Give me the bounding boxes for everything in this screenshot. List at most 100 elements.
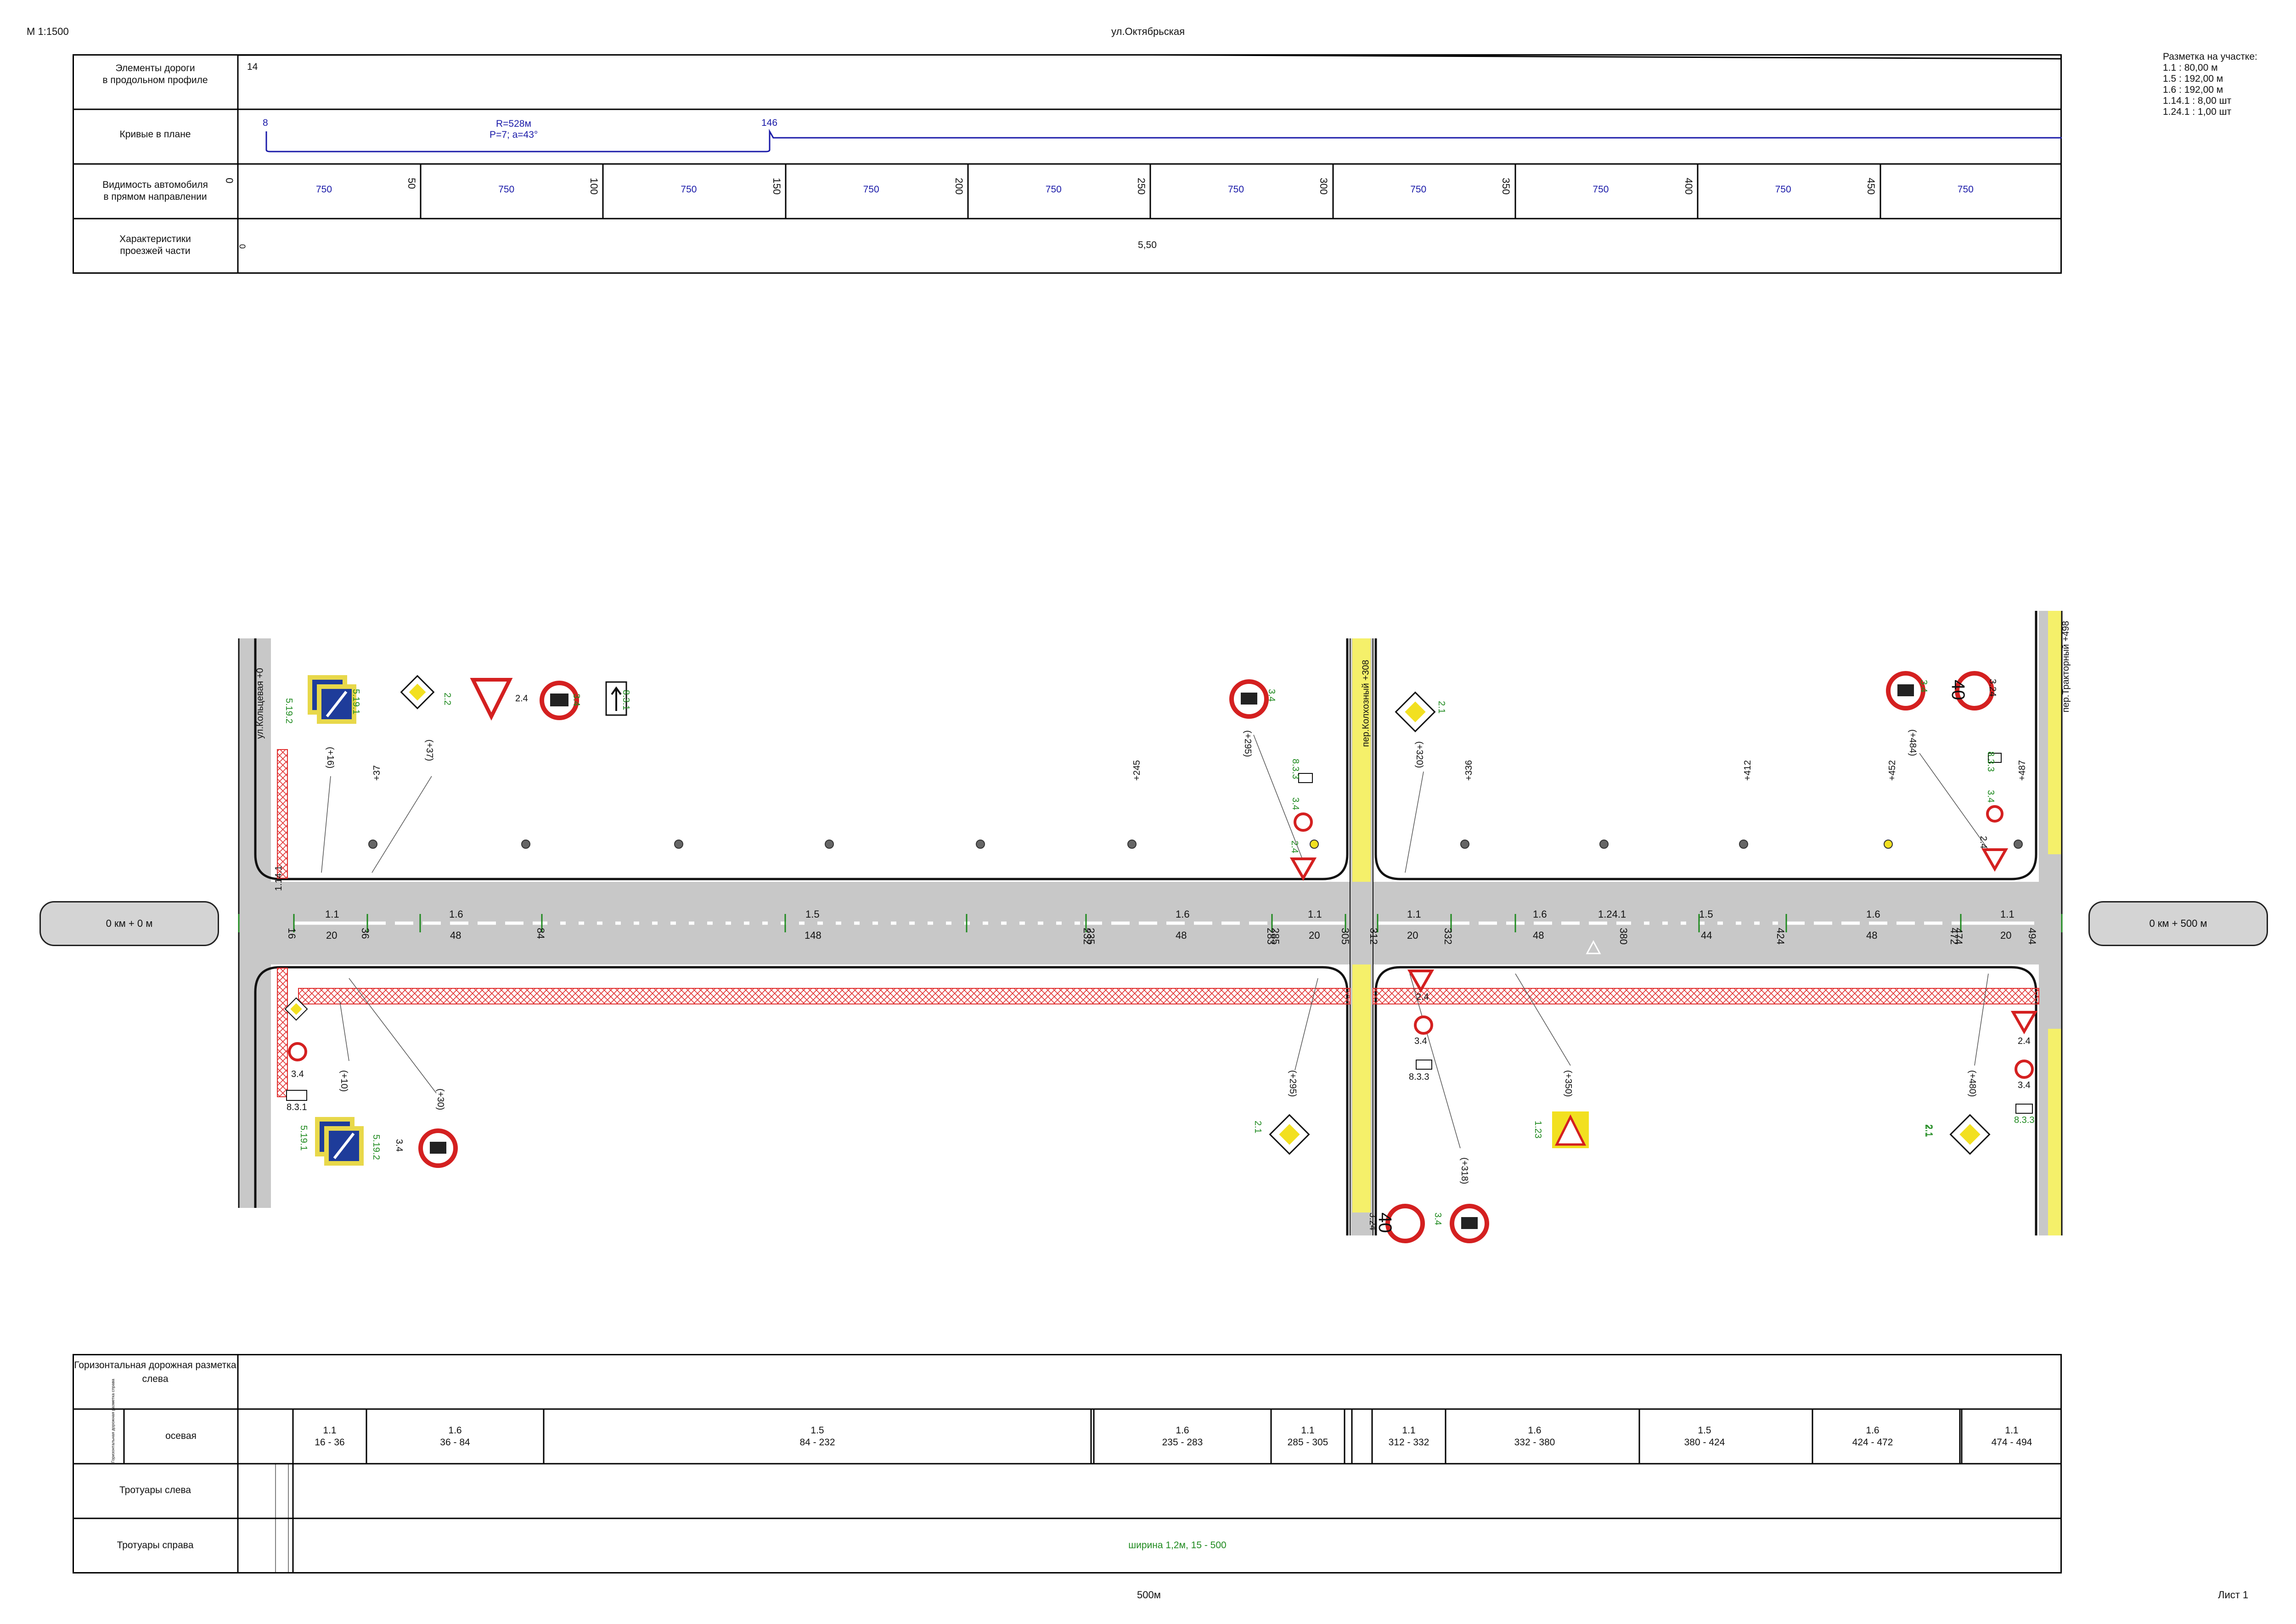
marking-label: 1.5 xyxy=(1699,908,1713,920)
leader-lines xyxy=(321,734,1989,1149)
pk-callout: (+484) xyxy=(1908,729,1918,756)
pk-callout: (+480) xyxy=(1967,1070,1977,1097)
marking-pk: 332 xyxy=(1442,928,1454,945)
sign-group-traktorny-top xyxy=(1886,671,2009,872)
visibility-tick: 100 xyxy=(588,178,600,195)
sign-label: 3.4 xyxy=(1266,689,1277,702)
sign-label: 3.4 xyxy=(1290,797,1300,810)
segment-type: 1.1 xyxy=(1301,1425,1315,1436)
bottom-table-grid xyxy=(73,1354,2062,1573)
sign-label: 3.4 xyxy=(394,1139,404,1152)
sign-label: 2.4 xyxy=(1289,840,1300,853)
row-visibility-label: Видимость автомобиля в прямом направлени… xyxy=(73,179,238,203)
visibility-tick: 200 xyxy=(953,178,965,195)
marking-pk: 285 xyxy=(1270,928,1281,945)
pk-callout: (+37) xyxy=(424,739,434,761)
curve-end: 146 xyxy=(761,118,778,128)
sign-label: 2.4 xyxy=(1416,992,1429,1002)
sign-group-left-top xyxy=(308,675,627,724)
visibility-tick: 350 xyxy=(1500,178,1512,195)
row-right-sidewalk-label: Тротуары справа xyxy=(117,1540,194,1551)
marking-length: 20 xyxy=(326,930,338,941)
segment-type: 1.1 xyxy=(2005,1425,2019,1436)
visibility-tick: 50 xyxy=(406,178,418,189)
sign-label: 3.4 xyxy=(1433,1212,1443,1225)
label-line: проезжей части xyxy=(120,246,191,256)
lamp-pk: +487 xyxy=(2017,760,2027,781)
row-axial-label: осевая xyxy=(165,1431,197,1441)
marking-1-24-1 xyxy=(1586,940,1601,954)
marking-pk: 380 xyxy=(1618,928,1629,945)
sign-label: 2.4 xyxy=(515,694,528,704)
lamp-pk: +336 xyxy=(1464,760,1474,781)
label-line: Видимость автомобиля xyxy=(102,180,208,190)
label-line: Характеристики xyxy=(119,234,191,244)
pk-callout: (+10) xyxy=(339,1070,349,1092)
segment-ticks xyxy=(238,914,2063,932)
segment-range: 474 - 494 xyxy=(1991,1437,2032,1448)
segment-type: 1.1 xyxy=(323,1425,337,1436)
curbs xyxy=(238,611,2063,1235)
marking-length: 20 xyxy=(2000,930,2012,941)
street-pk: +498 xyxy=(2061,620,2071,642)
sign-group-traktorny-bottom xyxy=(1949,1011,2038,1155)
sign-label: 5.19.1 xyxy=(351,689,361,715)
marking-pk: 235 xyxy=(1085,928,1097,945)
pk-callout: (+350) xyxy=(1563,1070,1573,1097)
visibility-value: 750 xyxy=(316,184,332,195)
pk-callout: (+295) xyxy=(1288,1070,1298,1097)
visibility-value: 750 xyxy=(1410,184,1427,195)
segment-type: 1.6 xyxy=(1176,1425,1189,1436)
marking-length: 48 xyxy=(1176,930,1187,941)
segment-type: 1.1 xyxy=(1402,1425,1416,1436)
marking-length: 44 xyxy=(1701,930,1712,941)
marking-pk: 305 xyxy=(1339,928,1351,945)
marking-length: 48 xyxy=(1533,930,1544,941)
visibility-value: 750 xyxy=(1957,184,1974,195)
marking-label: 1.1 xyxy=(1308,908,1322,920)
segment-range: 16 - 36 xyxy=(315,1437,345,1448)
sign-label: 3.4 xyxy=(571,694,581,706)
sign-label: 5.19.2 xyxy=(371,1134,381,1160)
visibility-dividers xyxy=(420,164,1881,219)
marking-label: 1.6 xyxy=(1866,908,1880,920)
curve-start: 8 xyxy=(263,118,268,128)
sign-label: 8.3.3 xyxy=(1986,751,1996,772)
visibility-tick: 0 xyxy=(224,178,235,184)
markup-summary-item: 1.1 : 80,00 м xyxy=(2163,62,2218,73)
axial-segment-dividers xyxy=(292,1409,2062,1464)
marking-pk: 424 xyxy=(1775,928,1786,945)
lamp-pk: +245 xyxy=(1132,760,1142,781)
sign-label: 3.4 xyxy=(1414,1036,1427,1046)
sign-label: 8.3.1 xyxy=(621,690,631,710)
marking-pk: 84 xyxy=(535,928,546,939)
sign-label: 2.4 xyxy=(2018,1036,2031,1046)
profile-value: 14 xyxy=(247,62,258,72)
marking-length: 20 xyxy=(1407,930,1418,941)
row-roadway-label: Характеристики проезжей части xyxy=(73,233,238,257)
marking-pk: 16 xyxy=(286,928,298,939)
marking-label: 1.24.1 xyxy=(1598,908,1626,920)
street-pk: +308 xyxy=(1361,660,1371,681)
sign-label: 2.2 xyxy=(442,693,452,705)
segment-range: 235 - 283 xyxy=(1162,1437,1203,1448)
visibility-value: 750 xyxy=(498,184,515,195)
sign-label: 3.4 xyxy=(2018,1080,2031,1090)
marking-pk: 494 xyxy=(2026,928,2038,945)
speed-limit-value: 40 xyxy=(1375,1212,1395,1233)
speed-limit-value: 40 xyxy=(1948,680,1968,700)
marking-label: 1.1 xyxy=(2000,908,2015,920)
length-label: 500м xyxy=(1137,1589,1161,1601)
pk-callout: (+16) xyxy=(325,747,335,769)
pk-callout: (+30) xyxy=(435,1088,445,1111)
marking-pk: 312 xyxy=(1368,928,1379,945)
segment-type: 1.6 xyxy=(448,1425,462,1436)
marking-label: 1.6 xyxy=(449,908,463,920)
sign-label: 5.19.1 xyxy=(298,1125,309,1151)
road-plan xyxy=(238,611,2063,1243)
